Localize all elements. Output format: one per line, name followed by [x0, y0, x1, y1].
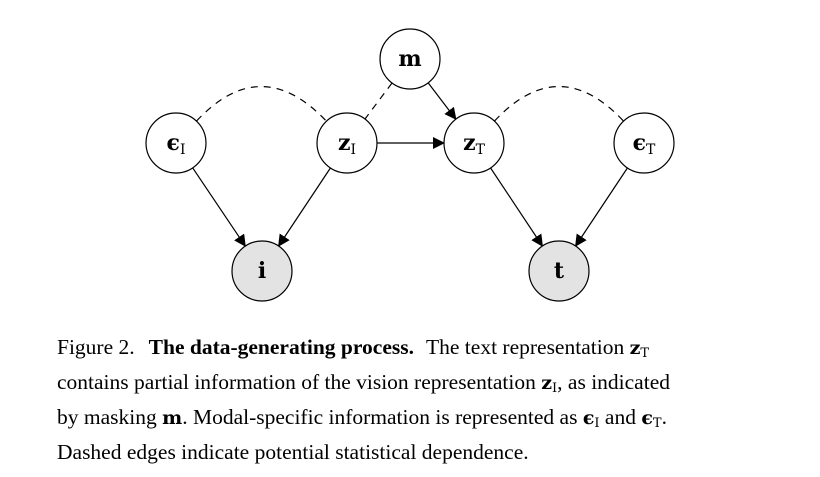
caption-text: .	[661, 405, 667, 429]
node-circle	[231, 240, 293, 302]
graphical-model-diagram: m ϵI zI zT ϵT i t	[145, 28, 675, 302]
node-label: t	[554, 258, 565, 284]
node-label: ϵT	[633, 130, 656, 158]
math-subscript: I	[552, 381, 558, 396]
node-circle	[316, 112, 378, 174]
math-epsilon: ϵ	[641, 407, 653, 429]
caption-text: and	[604, 405, 636, 429]
caption-line-3: by masking m. Modal-specific information…	[57, 403, 769, 438]
math-z: z	[629, 337, 641, 359]
caption-line-1: Figure 2. The data-generating process. The…	[57, 333, 769, 368]
caption-text: contains partial information of the visi…	[57, 370, 536, 394]
math-subscript: T	[652, 416, 662, 431]
node-z-i: zI	[316, 112, 378, 174]
figure-caption: Figure 2. The data-generating process. The…	[57, 333, 769, 467]
node-circle	[443, 112, 505, 174]
edge-z-t-to-eps-t	[494, 85, 624, 122]
node-m: m	[379, 28, 441, 90]
edge-z-t-to-t	[490, 167, 543, 247]
math-z: z	[541, 372, 553, 394]
caption-text: , as indicated	[557, 370, 670, 394]
math-subscript: I	[594, 416, 600, 431]
node-circle	[613, 112, 675, 174]
node-label: m	[398, 46, 421, 72]
node-i: i	[231, 240, 293, 302]
edge-eps-i-to-i	[192, 167, 246, 247]
node-label: zI	[338, 130, 356, 158]
caption-title: The data-generating process.	[148, 335, 414, 359]
node-label: i	[258, 258, 266, 284]
node-eps-i: ϵI	[145, 112, 207, 174]
caption-line-4: Dashed edges indicate potential statisti…	[57, 438, 769, 467]
node-label: zT	[463, 130, 486, 158]
node-circle	[528, 240, 590, 302]
caption-text: Dashed edges indicate potential statisti…	[57, 440, 529, 464]
node-eps-t: ϵT	[613, 112, 675, 174]
caption-text: . Modal-specific information is represen…	[182, 405, 578, 429]
figure-label: Figure 2.	[57, 335, 135, 359]
math-subscript: T	[640, 346, 650, 361]
math-m: m	[162, 407, 183, 429]
edge-m-to-z-t	[427, 82, 457, 120]
node-label: ϵI	[167, 130, 186, 158]
node-circle	[145, 112, 207, 174]
edge-m-to-z-i	[364, 82, 393, 120]
node-t: t	[528, 240, 590, 302]
edge-eps-t-to-t	[575, 167, 628, 247]
node-circle	[379, 28, 441, 90]
edge-eps-i-to-z-i	[196, 85, 327, 122]
edge-z-i-to-i	[278, 167, 331, 247]
node-z-t: zT	[443, 112, 505, 174]
caption-line-2: contains partial information of the visi…	[57, 368, 769, 403]
nodes-layer: m ϵI zI zT ϵT i t	[145, 28, 675, 302]
math-epsilon: ϵ	[582, 407, 595, 429]
edges-layer	[192, 82, 628, 247]
caption-text: by masking	[57, 405, 157, 429]
caption-text: The text representation	[426, 335, 625, 359]
